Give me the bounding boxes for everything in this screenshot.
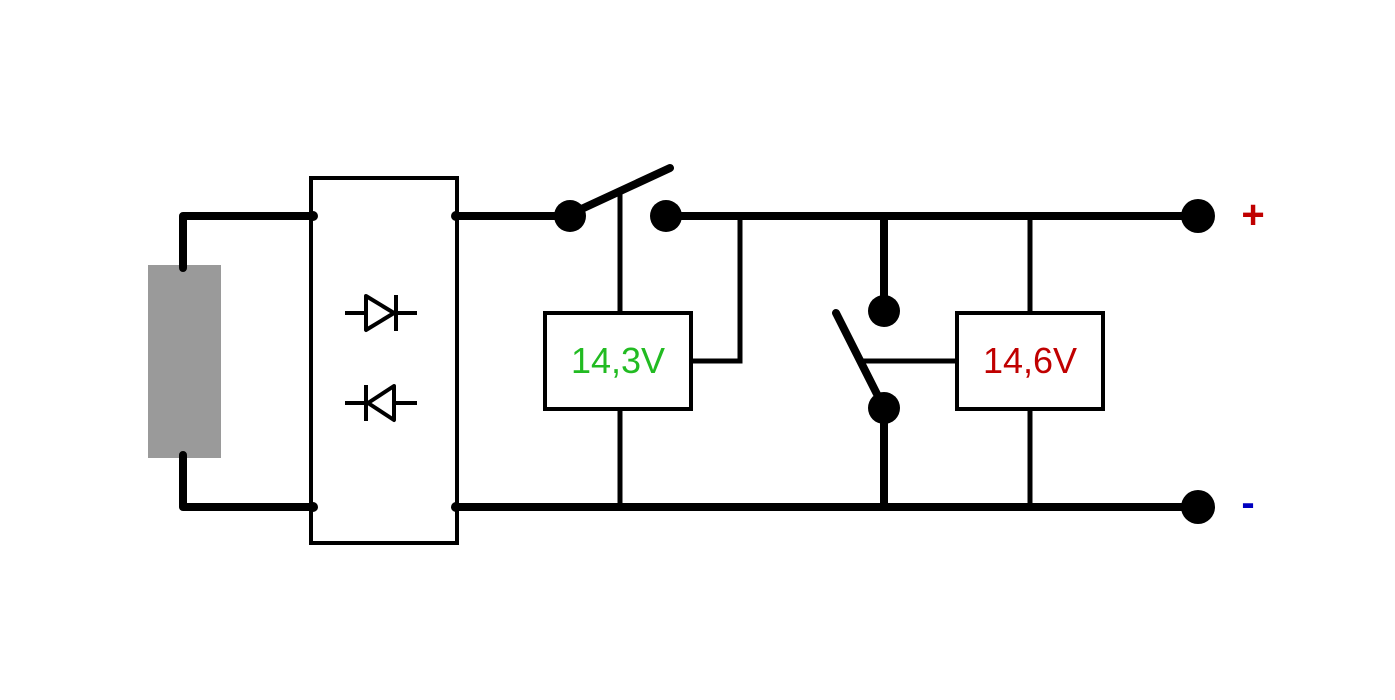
generator-block <box>148 265 221 458</box>
switch2-contact-top <box>868 295 900 327</box>
rectifier-in-top-node <box>308 211 318 221</box>
diode-symbol-icon <box>345 294 417 332</box>
generator-bottom-lead <box>179 451 314 511</box>
diode-symbol-icon <box>345 384 417 422</box>
generator-top-lead <box>179 212 314 272</box>
relay-low-feed-wire <box>691 216 743 364</box>
terminal-positive <box>1181 199 1215 233</box>
terminal-negative-label: - <box>1241 481 1254 525</box>
relay-low-label: 14,3V <box>571 340 665 381</box>
terminal-positive-label: + <box>1241 193 1264 237</box>
terminal-negative <box>1181 490 1215 524</box>
relay-high-label: 14,6V <box>983 340 1077 381</box>
rectifier-box <box>309 176 459 545</box>
rectifier-in-bottom-node <box>308 502 318 512</box>
